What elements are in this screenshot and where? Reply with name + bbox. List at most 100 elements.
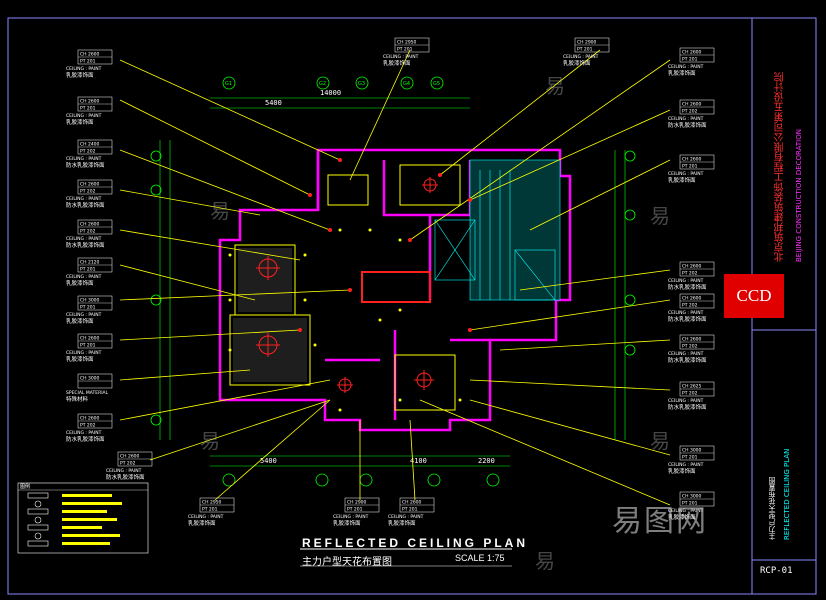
ceiling-height: CH 2600 <box>682 102 702 108</box>
paint-code: PT 202 <box>682 271 698 277</box>
paint-code: PT 201 <box>682 455 698 461</box>
ceiling-material-cn: 防水乳胶漆饰面 <box>66 241 105 249</box>
watermark-char: 易 <box>535 549 555 573</box>
ceiling-material-cn: 乳胶漆饰面 <box>668 176 696 184</box>
ceiling-material: CEILING : PAINT <box>66 156 102 162</box>
ceiling-height: CH 2600 <box>80 52 100 58</box>
ceiling-height: CH 2600 <box>80 416 100 422</box>
ceiling-material: CEILING : PAINT <box>668 310 704 316</box>
ceiling-material: CEILING : PAINT <box>668 398 704 404</box>
ceiling-material-cn: 防水乳胶漆饰面 <box>66 161 105 169</box>
grid-bubble-label: G5 <box>433 81 440 87</box>
ceiling-material-cn: 乳胶漆饰面 <box>333 519 361 527</box>
project-title-cn: 主力户型天花布置图 <box>768 477 776 540</box>
stair-area <box>434 159 561 301</box>
dimension-lines <box>159 97 626 467</box>
downlights <box>228 228 472 412</box>
ceiling-height: CH 2900 <box>577 40 597 46</box>
paint-code: PT 202 <box>682 109 698 115</box>
paint-code: PT 201 <box>577 47 593 53</box>
plan-title: REFLECTED CEILING PLAN <box>302 536 529 550</box>
ceiling-material: CEILING : PAINT <box>66 350 102 356</box>
leader-lines <box>119 49 671 506</box>
ceiling-height: CH 3000 <box>80 298 100 304</box>
ceiling-material: CEILING : PAINT <box>66 312 102 318</box>
ceiling-material: CEILING : PAINT <box>668 462 704 468</box>
paint-code: PT 202 <box>682 344 698 350</box>
paint-code: PT 202 <box>682 303 698 309</box>
project-title-en: REFLECTED CEILING PLAN <box>783 448 791 540</box>
ceiling-height: CH 2400 <box>80 142 100 148</box>
ceiling-material: CEILING : PAINT <box>383 54 419 60</box>
dim-bottom-1: 5400 <box>260 457 277 465</box>
paint-code: PT 202 <box>80 149 96 155</box>
ceiling-material-cn: 乳胶漆饰面 <box>66 71 94 79</box>
grid-bubble-label: G2 <box>319 81 326 87</box>
paint-code: PT 201 <box>80 267 96 273</box>
ceiling-material-cn: 乳胶漆饰面 <box>388 519 416 527</box>
ceiling-material: CEILING : PAINT <box>66 196 102 202</box>
sheet-border <box>7 17 817 595</box>
dim-bottom-3: 2200 <box>478 457 495 465</box>
paint-code: PT 201 <box>402 507 418 513</box>
ceiling-material-cn: 乳胶漆饰面 <box>66 317 94 325</box>
paint-code: PT 202 <box>120 461 136 467</box>
ceiling-material-cn: 防水乳胶漆饰面 <box>66 435 105 443</box>
drawing-number: RCP-01 <box>760 566 793 576</box>
watermark-char: 易 <box>545 74 565 98</box>
grid-bubbles <box>150 76 636 487</box>
paint-code: PT 202 <box>80 423 96 429</box>
paint-code: PT 201 <box>682 164 698 170</box>
dim-top-1: 5400 <box>265 99 282 107</box>
paint-code: PT 202 <box>80 229 96 235</box>
watermark-char: 易 <box>650 204 670 228</box>
firm-name-cn: 北京筑邦建筑装饰工程有限公司第五设计院 <box>775 72 786 262</box>
paint-code: PT 201 <box>682 501 698 507</box>
ceiling-material: CEILING : PAINT <box>668 508 704 514</box>
ceiling-material: CEILING : PAINT <box>333 514 369 520</box>
plan-title-cn: 主力户型天花布置图 <box>302 557 392 568</box>
grid-bubble-label: G3 <box>358 81 365 87</box>
ceiling-height: CH 2625 <box>682 384 702 390</box>
watermark-char: 易 <box>650 429 670 453</box>
legend-table <box>17 482 149 554</box>
ceiling-material-cn: 乳胶漆饰面 <box>66 279 94 287</box>
paint-code: PT 201 <box>80 305 96 311</box>
ceiling-material-cn: 防水乳胶漆饰面 <box>668 356 707 364</box>
ceiling-height: CH 2600 <box>80 336 100 342</box>
ceiling-material-cn: 乳胶漆饰面 <box>66 355 94 363</box>
firm-name-en: BEIJING CONSTRUCTION DECORATION <box>795 129 803 262</box>
paint-code: PT 202 <box>682 391 698 397</box>
paint-code: PT 201 <box>80 59 96 65</box>
ceiling-height: CH 2600 <box>402 500 422 506</box>
ceiling-panels <box>229 164 461 411</box>
ceiling-height: CH 2600 <box>682 50 702 56</box>
ceiling-texture <box>233 248 307 382</box>
ceiling-height: CH 2600 <box>682 157 702 163</box>
ceiling-height: CH 2600 <box>120 454 140 460</box>
paint-code: PT 201 <box>80 106 96 112</box>
ceiling-material: CEILING : PAINT <box>668 171 704 177</box>
ceiling-material: CEILING : PAINT <box>668 351 704 357</box>
ceiling-material: CEILING : PAINT <box>66 274 102 280</box>
ceiling-material-cn: 防水乳胶漆饰面 <box>668 283 707 291</box>
ceiling-material-cn: 乳胶漆饰面 <box>563 59 591 67</box>
ceiling-material-cn: 防水乳胶漆饰面 <box>106 473 145 481</box>
ceiling-height: CH 2120 <box>80 260 100 266</box>
